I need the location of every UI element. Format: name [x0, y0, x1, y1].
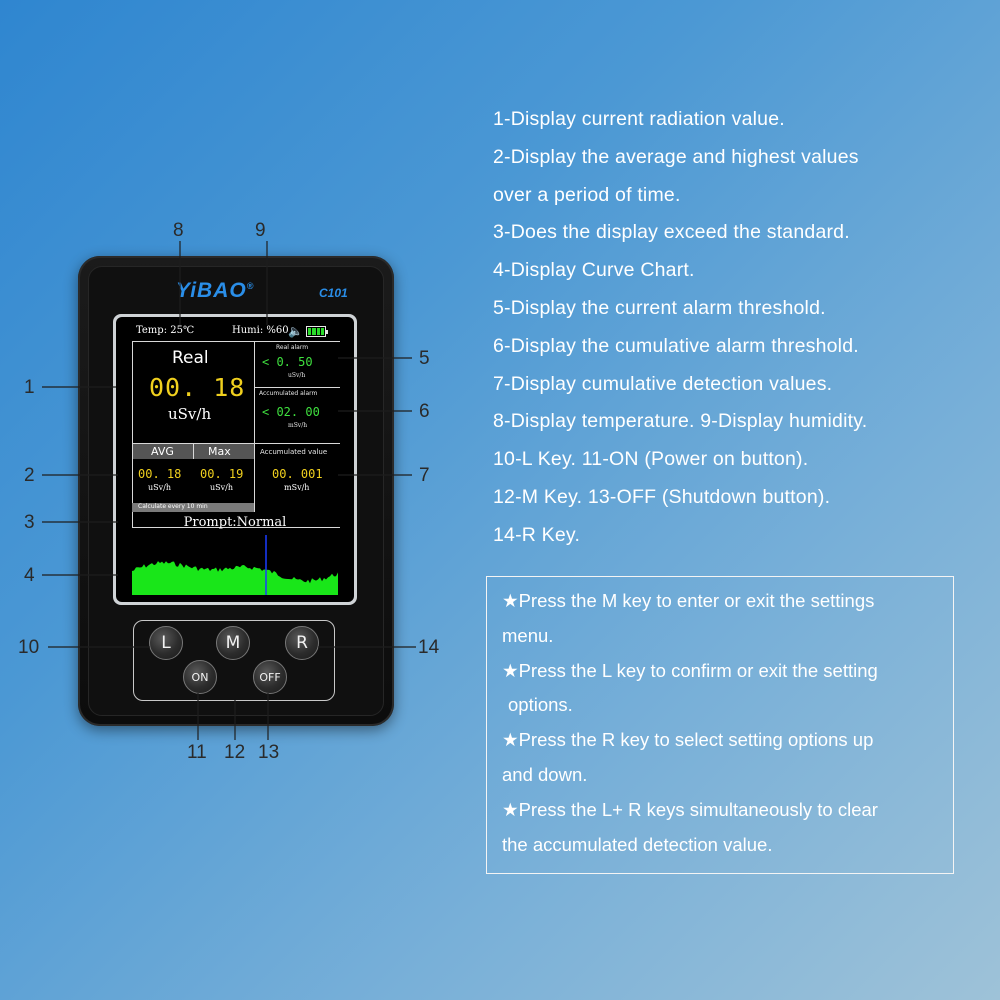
acc-alarm-label: Accumulated alarm	[259, 390, 318, 397]
description-line: 14-R Key.	[493, 523, 581, 546]
description-line: 1-Display current radiation value.	[493, 108, 785, 130]
avg-unit: uSv/h	[148, 483, 171, 492]
description-line: 8-Display temperature. 9-Display humidit…	[493, 410, 868, 433]
callout-14: 14	[418, 637, 440, 658]
callout-7: 7	[419, 465, 430, 486]
curve-area	[132, 561, 338, 595]
screen-divider	[132, 341, 340, 342]
callout-11: 11	[187, 742, 207, 763]
model-label: C101	[319, 286, 348, 300]
callout-3: 3	[24, 512, 35, 533]
tip-line: options.	[508, 694, 573, 716]
real-alarm-label: Real alarm	[276, 344, 309, 351]
callout-6: 6	[419, 401, 430, 422]
screen-bezel: Temp: 25℃ Humi: %60 🔈 Real 00. 18 uSv/h …	[113, 314, 357, 605]
on-button[interactable]: ON	[183, 660, 217, 694]
callout-8: 8	[173, 220, 184, 241]
real-value: 00. 18	[149, 373, 246, 402]
avg-value: 00. 18	[138, 467, 182, 481]
callout-9: 9	[255, 220, 266, 241]
usage-tips: ★Press the M key to enter or exit the se…	[502, 584, 942, 862]
tip-line: and down.	[502, 763, 588, 785]
callout-12: 12	[224, 742, 246, 763]
m-key-button[interactable]: M	[216, 626, 250, 660]
prompt-status: Prompt:Normal	[183, 515, 287, 530]
tip-line: ★Press the L+ R keys simultaneously to c…	[502, 798, 878, 820]
max-unit: uSv/h	[210, 483, 233, 492]
calc-note-bar	[132, 503, 254, 512]
max-label: Max	[208, 445, 231, 458]
real-alarm-value: < 0. 50	[262, 355, 313, 369]
tip-line: the accumulated detection value.	[502, 833, 773, 855]
description-line: 2-Display the average and highest values	[493, 145, 859, 168]
real-unit: uSv/h	[168, 405, 212, 423]
screen-divider	[132, 341, 133, 527]
tip-line: ★Press the L key to confirm or exit the …	[502, 659, 878, 681]
acc-value: 00. 001	[272, 467, 323, 481]
tip-line: ★Press the R key to select setting optio…	[502, 729, 874, 751]
description-line: 6-Display the cumulative alarm threshold…	[493, 334, 859, 357]
screen-divider	[132, 443, 340, 444]
acc-value-label: Accumulated value	[260, 448, 328, 456]
max-value: 00. 19	[200, 467, 244, 481]
callout-10: 10	[18, 637, 40, 658]
keypad: L M R ON OFF	[133, 620, 335, 701]
real-alarm-unit: uSv/h	[288, 372, 306, 379]
description-line: 4-Display Curve Chart.	[493, 259, 695, 282]
acc-alarm-unit: mSv/h	[288, 422, 308, 429]
avg-label: AVG	[151, 445, 174, 458]
calc-note: Calculate every 10 min	[138, 503, 208, 510]
description-line: 3-Does the display exceed the standard.	[493, 221, 850, 244]
humidity-readout: Humi: %60	[232, 325, 289, 336]
callout-4: 4	[24, 565, 35, 586]
off-button[interactable]: OFF	[253, 660, 287, 694]
real-title: Real	[172, 348, 209, 368]
r-key-button[interactable]: R	[285, 626, 319, 660]
callout-5: 5	[419, 348, 430, 369]
temperature-readout: Temp: 25℃	[136, 325, 195, 336]
description-line: 10-L Key. 11-ON (Power on button).	[493, 448, 809, 471]
acc-value-unit: mSv/h	[284, 483, 310, 492]
tips-box	[486, 576, 954, 874]
acc-alarm-value: < 02. 00	[262, 405, 320, 419]
screen-divider	[254, 341, 255, 512]
device-screen: Temp: 25℃ Humi: %60 🔈 Real 00. 18 uSv/h …	[116, 317, 354, 602]
feature-descriptions: 1-Display current radiation value. 2-Dis…	[493, 101, 963, 555]
description-line: over a period of time.	[493, 183, 681, 206]
description-line: 7-Display cumulative detection values.	[493, 372, 833, 395]
brand-logo: YiBAO®	[176, 279, 255, 302]
screen-divider	[132, 527, 340, 528]
screen-divider	[193, 444, 194, 459]
tip-line: ★Press the M key to enter or exit the se…	[502, 590, 875, 611]
battery-icon	[306, 326, 328, 337]
curve-chart	[132, 535, 338, 595]
l-key-button[interactable]: L	[149, 626, 183, 660]
screen-divider	[254, 387, 340, 388]
speaker-icon: 🔈	[288, 324, 303, 338]
tip-line: menu.	[502, 624, 554, 646]
callout-1: 1	[24, 377, 35, 398]
callout-13: 13	[258, 742, 280, 763]
callout-2: 2	[24, 465, 35, 486]
description-line: 12-M Key. 13-OFF (Shutdown button).	[493, 485, 831, 508]
description-line: 5-Display the current alarm threshold.	[493, 296, 826, 319]
